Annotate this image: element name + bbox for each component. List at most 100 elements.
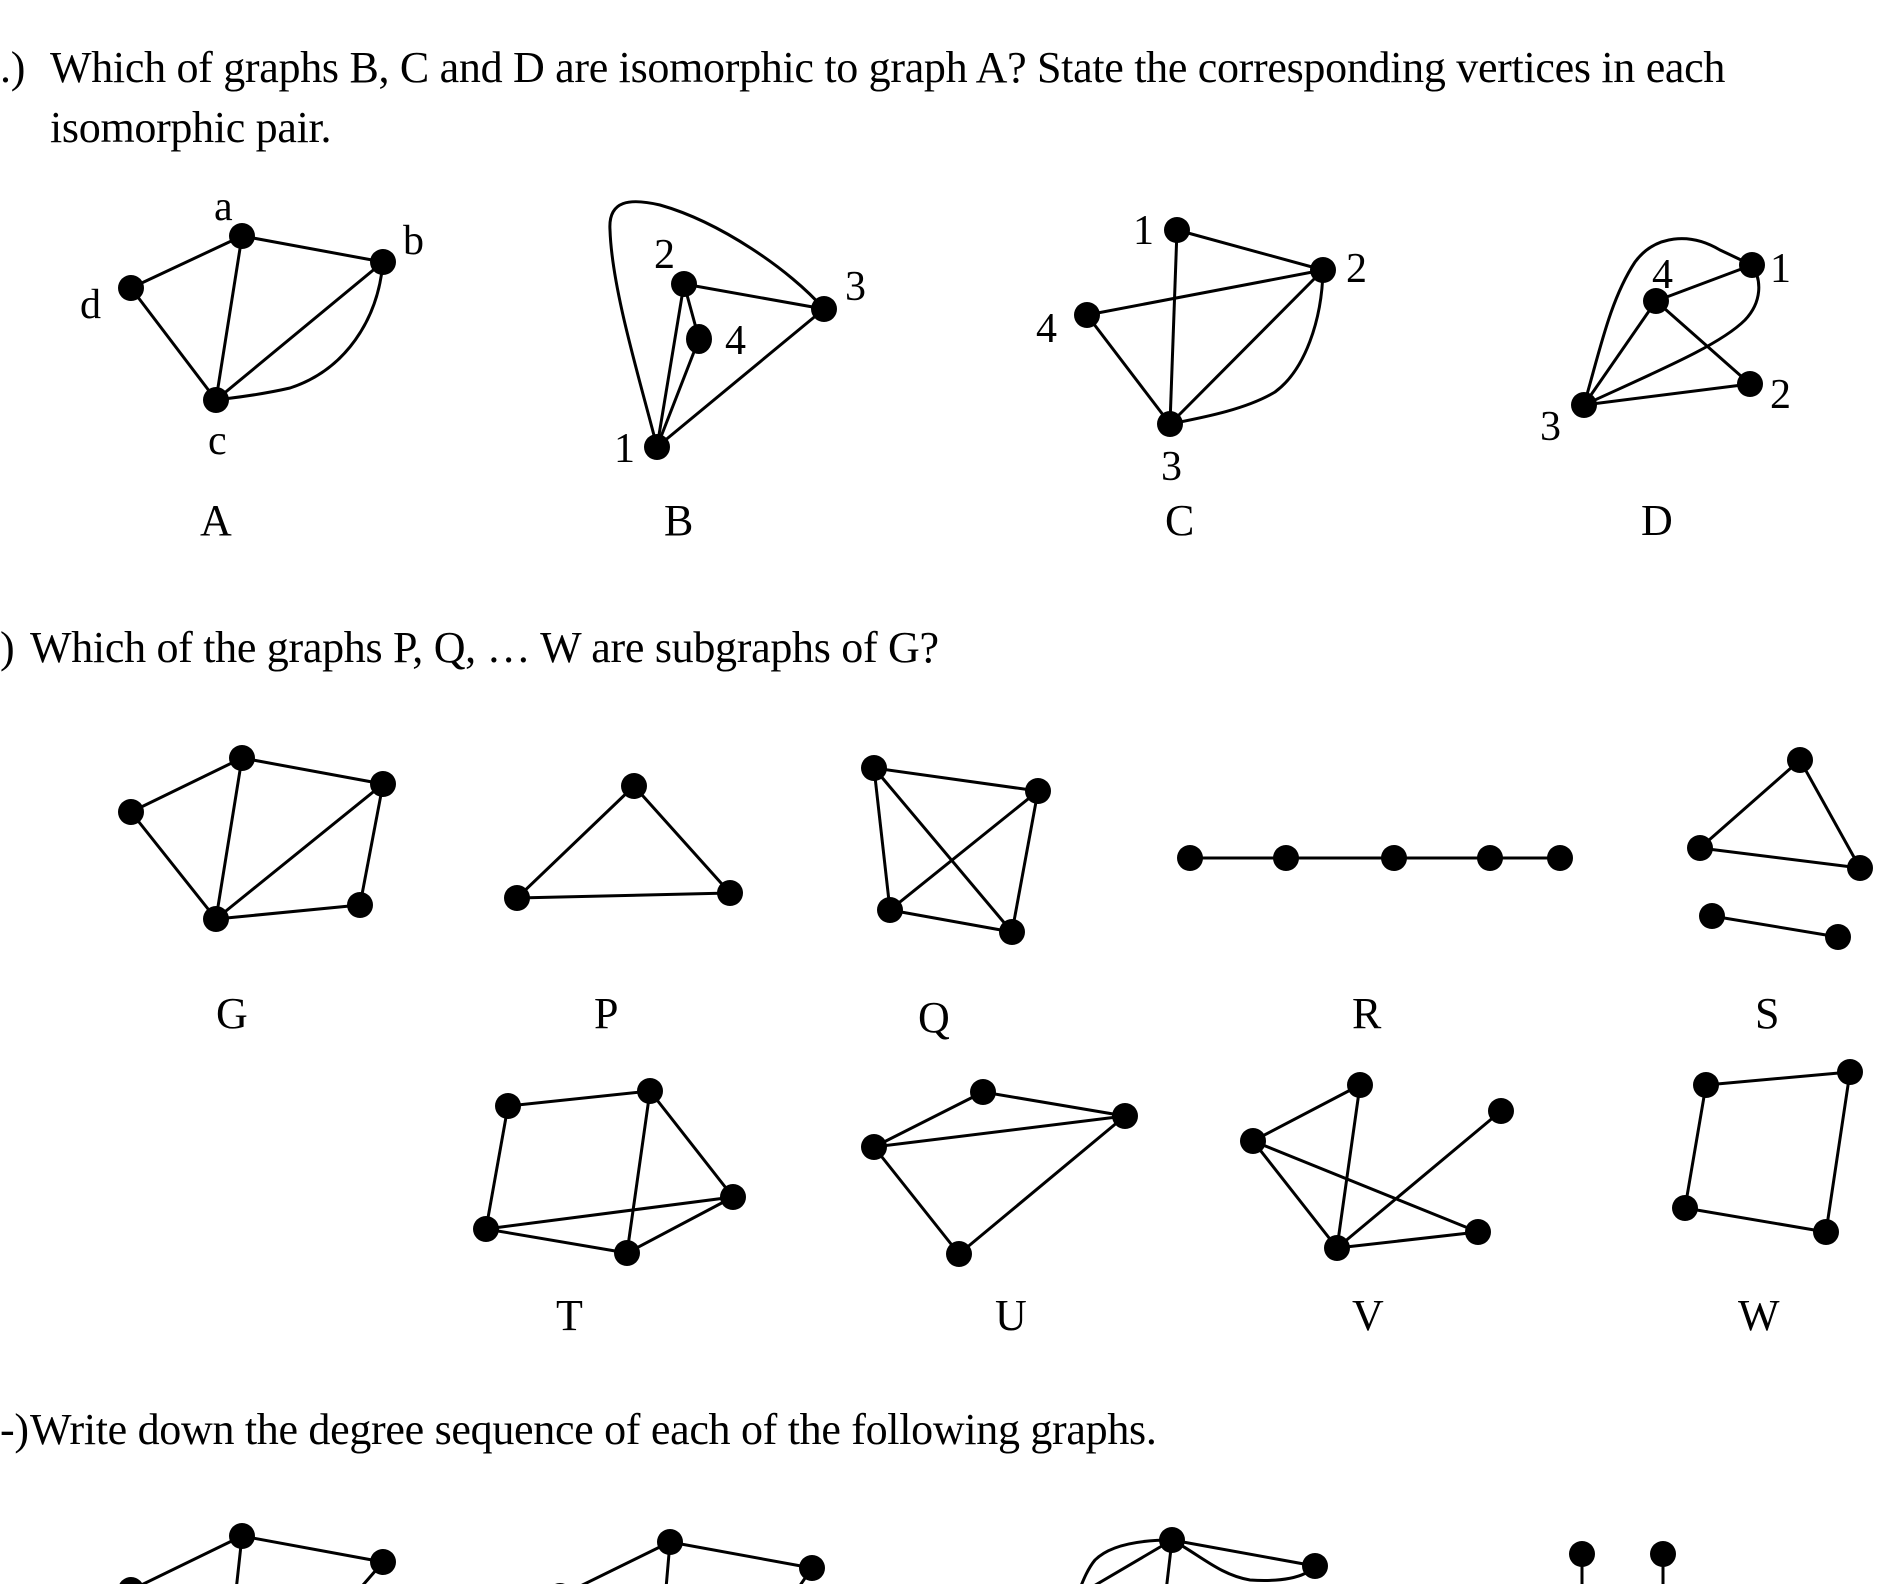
- vertex-2: [671, 271, 697, 297]
- vertex: [999, 919, 1025, 945]
- edge: [982, 1090, 1126, 1118]
- vertex-a: [229, 223, 255, 249]
- vertex-b: [370, 249, 396, 275]
- graph-T: T: [473, 1078, 746, 1340]
- edge-4-3: [1582, 300, 1658, 406]
- edge-b-c: [215, 260, 384, 402]
- graph-G: G: [118, 745, 396, 1038]
- graph-W: W: [1672, 1059, 1863, 1340]
- vertex: [621, 773, 647, 799]
- vertex-label-2: 2: [654, 232, 675, 278]
- vertex: [1477, 845, 1503, 871]
- edge: [1010, 790, 1040, 933]
- degree-graph-1: [119, 1523, 396, 1584]
- vertex: [970, 1079, 996, 1105]
- edge: [241, 1534, 384, 1564]
- edge: [889, 789, 1039, 912]
- vertex: [1847, 855, 1873, 881]
- edge: [484, 1105, 510, 1230]
- vertex-c: [203, 387, 229, 413]
- vertex: [1488, 1098, 1514, 1124]
- edge: [1252, 1083, 1361, 1143]
- edge: [958, 1114, 1126, 1256]
- vertex-label-2: 2: [1770, 372, 1791, 418]
- edge-3-2: [1583, 382, 1751, 407]
- question-1-number: .): [0, 43, 26, 92]
- vertex-1: [1164, 217, 1190, 243]
- edge: [1094, 1538, 1173, 1584]
- edge-1-3: [1168, 229, 1179, 425]
- vertex-4: [1074, 302, 1100, 328]
- vertex: [347, 892, 373, 918]
- vertex-1: [644, 434, 670, 460]
- graph-Q: Q: [861, 755, 1051, 1042]
- edge: [632, 784, 732, 895]
- vertex: [1699, 903, 1725, 929]
- graph-S: S: [1687, 747, 1873, 1038]
- vertex: [1240, 1128, 1266, 1154]
- vertex: [1693, 1072, 1719, 1098]
- graph-caption-W: W: [1738, 1291, 1780, 1340]
- vertex: [1465, 1219, 1491, 1245]
- edge: [581, 1540, 671, 1584]
- vertex: [473, 1216, 499, 1242]
- graph-P: P: [504, 773, 743, 1038]
- edge: [1335, 1084, 1362, 1249]
- graph-caption-P: P: [594, 989, 618, 1038]
- vertex: [229, 745, 255, 771]
- vertex-label-1: 1: [1770, 246, 1791, 292]
- edge: [139, 1534, 243, 1584]
- graph-B: 1 2 3 4 B: [608, 200, 866, 545]
- edge: [872, 767, 1014, 933]
- edge: [129, 811, 218, 920]
- vertex-d: [118, 275, 144, 301]
- vertex: [1787, 747, 1813, 773]
- vertex: [1347, 1072, 1373, 1098]
- edge: [1171, 1538, 1317, 1582]
- vertex-label-3: 3: [1161, 444, 1182, 490]
- edge: [1336, 1109, 1502, 1250]
- edge-2-1: [655, 283, 686, 448]
- graph-caption-Q: Q: [918, 993, 950, 1042]
- vertex: [495, 1093, 521, 1119]
- graph-caption-C: C: [1165, 496, 1194, 545]
- edge-1-3-curved: [608, 200, 826, 448]
- vertex: [1302, 1553, 1328, 1579]
- vertex: [946, 1241, 972, 1267]
- degree-graph-3: [1080, 1527, 1328, 1584]
- vertex-label-3: 3: [1540, 404, 1561, 450]
- vertex: [1569, 1541, 1595, 1567]
- degree-graph-2: [555, 1529, 825, 1584]
- edge-4-1: [655, 338, 701, 448]
- vertex-3: [811, 296, 837, 322]
- vertex: [657, 1529, 683, 1555]
- graph-D: 1 2 3 4 D: [1540, 237, 1791, 545]
- vertex: [1687, 835, 1713, 861]
- vertex-4: [686, 324, 712, 354]
- vertex-label-c: c: [208, 418, 227, 464]
- vertex: [637, 1078, 663, 1104]
- vertex-label-1: 1: [1133, 208, 1154, 254]
- edge: [358, 783, 385, 906]
- edge: [889, 908, 1013, 934]
- edge: [873, 1090, 984, 1149]
- vertex-label-2: 2: [1346, 246, 1367, 292]
- vertex: [1813, 1219, 1839, 1245]
- vertex: [1177, 845, 1203, 871]
- edge: [241, 756, 384, 786]
- graph-U: U: [861, 1079, 1138, 1340]
- edge: [214, 757, 244, 920]
- vertex: [1650, 1541, 1676, 1567]
- vertex-label-d: d: [80, 282, 101, 328]
- vertex: [1324, 1235, 1350, 1261]
- edge: [1683, 1084, 1708, 1209]
- vertex: [118, 799, 144, 825]
- vertex-label-3: 3: [845, 264, 866, 310]
- edge-1-3: [656, 307, 825, 449]
- edge: [1699, 758, 1801, 850]
- vertex: [1547, 845, 1573, 871]
- graph-V: V: [1240, 1072, 1514, 1340]
- edge-4-1: [1655, 263, 1753, 303]
